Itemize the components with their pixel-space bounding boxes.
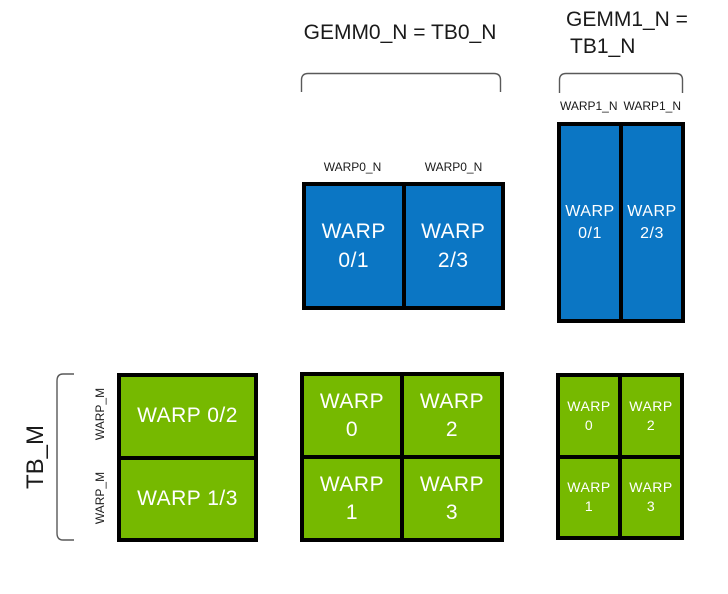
- warp0-n-label: WARP0_N: [424, 160, 483, 174]
- warp-cell-line: WARP 0/2: [137, 404, 238, 428]
- gemm1-n-extent-bracket-icon: [558, 72, 684, 93]
- warp-cell-line: 0/1: [338, 249, 370, 272]
- warp-cell-1-3: WARP 1/3: [121, 459, 254, 538]
- gemm0-output-tile-grid: WARP 0 WARP 2 WARP 1 WARP 3: [300, 372, 504, 542]
- warp-cell-line: WARP: [629, 479, 673, 496]
- warp-cell-line: 1: [345, 500, 359, 524]
- warp-cell-line: WARP: [629, 397, 673, 414]
- tb-m-extent-bracket-icon: [56, 373, 74, 541]
- warp1-n-label: WARP1_N: [623, 99, 682, 113]
- warp-cell-1: WARP 1: [560, 458, 618, 536]
- warp-cell-2-3: WARP 2/3: [623, 126, 681, 319]
- warp-cell-line: WARP: [321, 220, 386, 243]
- warp-cell-line: 2/3: [437, 249, 469, 272]
- warp-cell-line: 2: [646, 416, 656, 433]
- gemm0-warp-tile-grid: WARP 0/1 WARP 2/3: [302, 182, 505, 310]
- warp-cell-1: WARP 1: [304, 459, 400, 538]
- warp-m-row-label: WARP_M: [93, 387, 107, 441]
- gemm0-n-extent-bracket-icon: [300, 72, 502, 92]
- warp-cell-line: WARP 1/3: [137, 486, 238, 510]
- warp-cell-line: 2: [445, 417, 459, 441]
- warp-m-row-label: WARP_M: [93, 471, 107, 525]
- gemm1-n-title-line2: TB1_N: [570, 35, 636, 58]
- warp-cell-line: 0: [584, 416, 594, 433]
- warp-cell-line: WARP: [419, 389, 485, 413]
- warp-cell-line: WARP: [565, 202, 615, 220]
- warp-cell-line: 3: [445, 500, 459, 524]
- gemm0-n-title: GEMM0_N = TB0_N: [303, 21, 497, 44]
- warp-cell-line: WARP: [421, 220, 486, 243]
- gemm1-warp-col-labels: WARP1_N WARP1_N: [557, 99, 684, 113]
- gemm0-warp-col-labels: WARP0_N WARP0_N: [302, 160, 504, 174]
- warp-cell-3: WARP 3: [404, 459, 500, 538]
- warp-cell-2-3: WARP 2/3: [405, 186, 501, 306]
- warp0-n-label: WARP0_N: [323, 160, 382, 174]
- warp-cell-line: 2/3: [640, 224, 664, 242]
- warp-cell-0-1: WARP 0/1: [306, 186, 402, 306]
- warp-cell-line: WARP: [567, 397, 611, 414]
- warp-cell-line: 0/1: [578, 224, 602, 242]
- warp-cell-line: 0: [345, 417, 359, 441]
- tb-m-axis-label: TB_M: [22, 424, 49, 489]
- warp-cell-0-2: WARP 0/2: [121, 377, 254, 456]
- warp-cell-line: WARP: [319, 389, 385, 413]
- warp1-n-label: WARP1_N: [559, 99, 618, 113]
- warp-cell-2: WARP 2: [622, 377, 680, 455]
- warp-cell-line: 1: [584, 498, 594, 515]
- gemm1-n-title-line1: GEMM1_N =: [566, 8, 688, 31]
- warp-cell-line: WARP: [319, 472, 385, 496]
- warp-cell-2: WARP 2: [404, 376, 500, 455]
- warp-cell-0-1: WARP 0/1: [561, 126, 619, 319]
- warp-cell-line: WARP: [419, 472, 485, 496]
- warp-cell-3: WARP 3: [622, 458, 680, 536]
- tb-m-warp-rows-grid: WARP 0/2 WARP 1/3: [117, 373, 258, 542]
- gemm1-warp-tile-grid: WARP 0/1 WARP 2/3: [557, 122, 685, 323]
- warp-cell-0: WARP 0: [304, 376, 400, 455]
- warp-cell-0: WARP 0: [560, 377, 618, 455]
- gemm1-output-tile-grid: WARP 0 WARP 2 WARP 1 WARP 3: [556, 373, 684, 540]
- warp-cell-line: WARP: [567, 479, 611, 496]
- warp-cell-line: WARP: [627, 202, 677, 220]
- gemm1-n-title: GEMM1_N = TB1_N: [560, 6, 720, 60]
- warp-cell-line: 3: [646, 498, 656, 515]
